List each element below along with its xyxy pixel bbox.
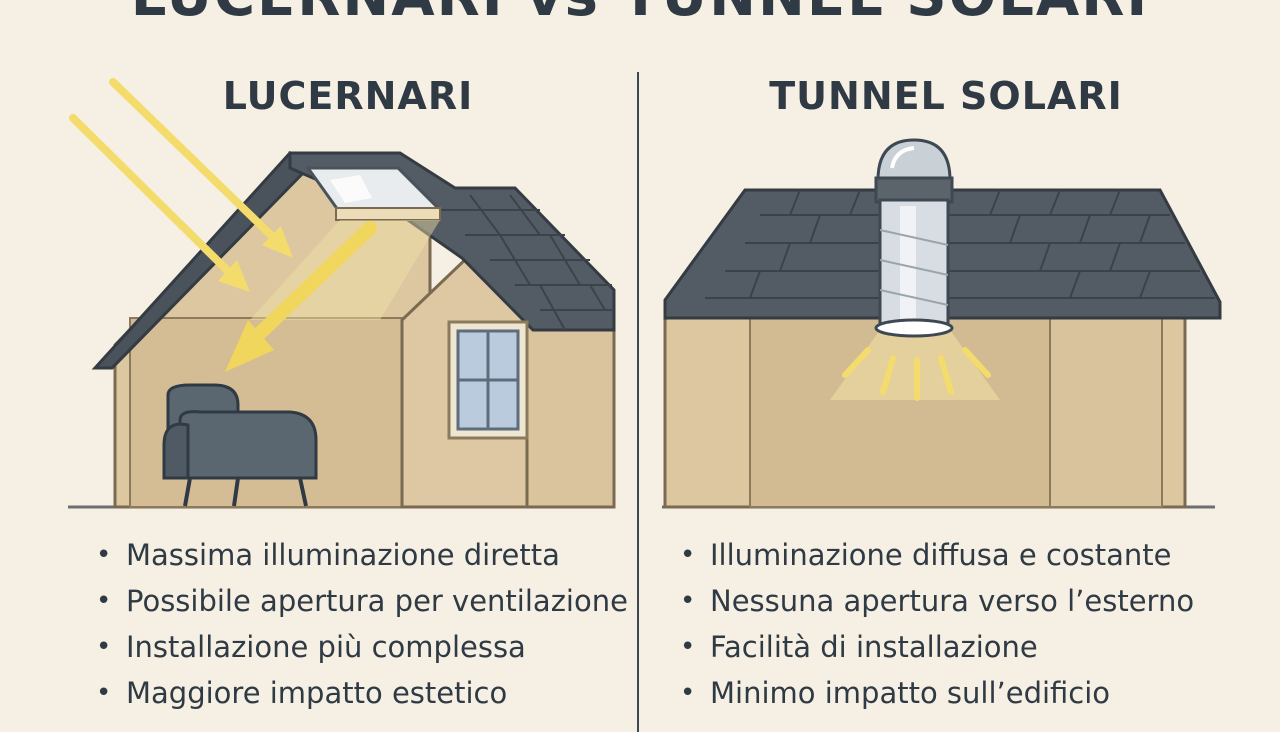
list-item: Maggiore impatto estetico [96, 670, 628, 716]
list-item: Possibile apertura per ventilazione [96, 578, 628, 624]
list-item: Nessuna apertura verso l’esterno [680, 578, 1194, 624]
side-wall [525, 323, 616, 509]
side-wall [1049, 317, 1163, 508]
light-rays [842, 347, 991, 401]
tube-flashing [874, 176, 954, 204]
list-item: Illuminazione diffusa e costante [680, 532, 1194, 578]
list-item: Installazione più complessa [96, 624, 628, 670]
center-divider [637, 72, 639, 732]
roof-shingle-lines [705, 189, 1215, 299]
page-title: LUCERNARI vs TUNNEL SOLARI [0, 0, 1280, 29]
skylight-house-illustration [68, 78, 616, 509]
list-item: Facilità di installazione [680, 624, 1194, 670]
skylight-frame [335, 207, 441, 221]
list-item: Minimo impatto sull’edificio [680, 670, 1194, 716]
tube-diffuser [874, 318, 954, 338]
tube-dome [876, 138, 952, 182]
armchair [162, 383, 318, 507]
solar-tunnel-house-illustration [662, 138, 1222, 509]
solar-tunnel-panel-title: TUNNEL SOLARI [769, 74, 1123, 118]
skylight-panel-title: LUCERNARI [222, 74, 474, 118]
sun-rays [69, 78, 377, 372]
skylight-features-list: Massima illuminazione diretta Possibile … [96, 532, 628, 716]
solar-tunnel-features-list: Illuminazione diffusa e costante Nessuna… [680, 532, 1194, 716]
roof-shingle-lines [440, 194, 612, 331]
tube-ridges [879, 229, 949, 306]
list-item: Massima illuminazione diretta [96, 532, 628, 578]
